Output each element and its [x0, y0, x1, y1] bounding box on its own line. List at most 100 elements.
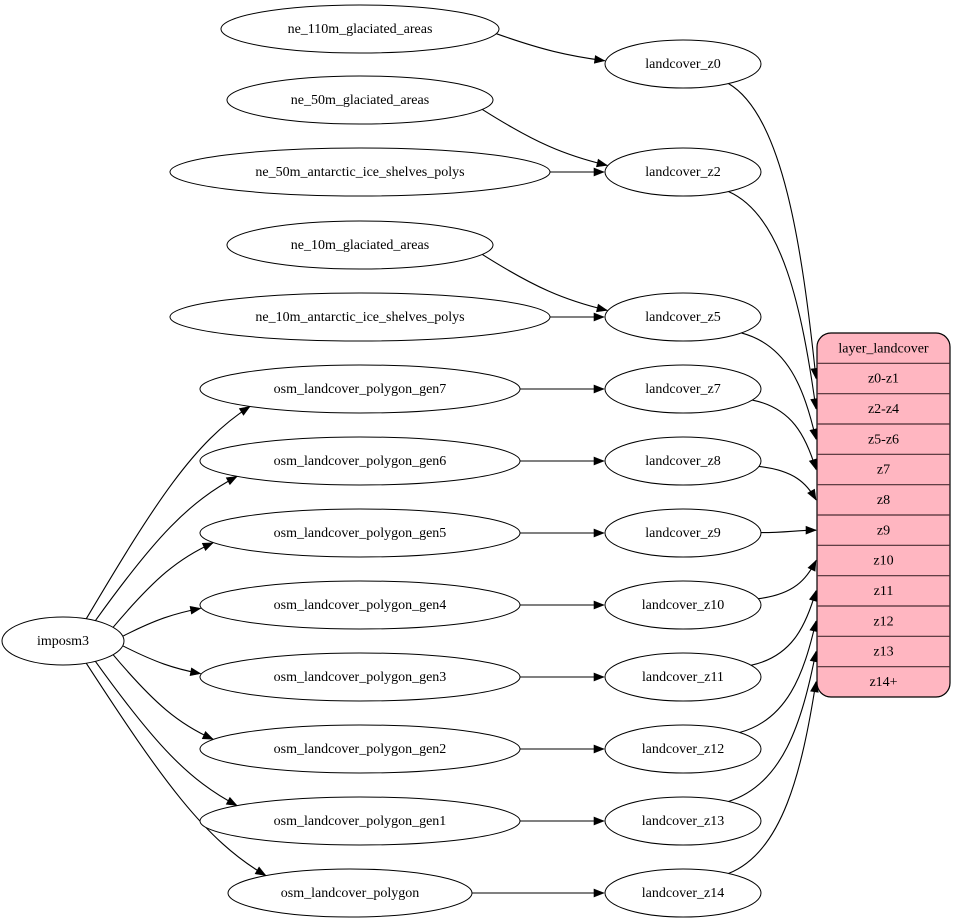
node-label: osm_landcover_polygon_gen5 — [274, 526, 447, 541]
edge-landcover_z11-to-layer_landcover-z11 — [750, 590, 817, 666]
edge-arrowhead — [808, 458, 818, 471]
node-osm_landcover_polygon_gen6[interactable]: osm_landcover_polygon_gen6 — [199, 436, 521, 486]
node-label: landcover_z11 — [642, 670, 724, 685]
edge-imposm3-to-osm_landcover_polygon_gen2 — [112, 654, 214, 740]
node-shape-natural-earth — [226, 75, 494, 125]
layer-table-row-z5-z6[interactable]: z5-z6 — [868, 432, 899, 447]
node-landcover_z0[interactable]: landcover_z0 — [604, 39, 762, 89]
edge-landcover_z13-to-layer_landcover-z13 — [728, 651, 817, 803]
edge-landcover_z5-to-layer_landcover-z5-z6 — [741, 332, 817, 440]
node-osm_landcover_polygon_gen1[interactable]: osm_landcover_polygon_gen1 — [199, 796, 521, 846]
layer-table-row-z8[interactable]: z8 — [877, 493, 890, 508]
node-ne_10m_glaciated_areas[interactable]: ne_10m_glaciated_areas — [226, 220, 494, 270]
layer-table-row-z11[interactable]: z11 — [874, 584, 894, 599]
node-label: ne_50m_glaciated_areas — [291, 93, 429, 108]
edge-landcover_z0-to-layer_landcover-z0-z1 — [728, 83, 817, 379]
edge-arrowhead — [596, 303, 608, 313]
node-label: landcover_z13 — [642, 814, 724, 829]
layer-table-row-z7[interactable]: z7 — [877, 463, 890, 478]
edge-arrowhead — [805, 525, 817, 535]
edge-arrowhead — [189, 667, 202, 676]
node-landcover_z9[interactable]: landcover_z9 — [604, 508, 762, 558]
edge-arrowhead — [593, 528, 605, 538]
edge-ne_10m_glaciated_areas-to-landcover_z5 — [481, 253, 608, 311]
layer-table-row-z12[interactable]: z12 — [873, 614, 893, 629]
layer-table-row-z14+[interactable]: z14+ — [869, 675, 897, 690]
node-osm_landcover_polygon_gen3[interactable]: osm_landcover_polygon_gen3 — [199, 652, 521, 702]
edge-arrowhead — [593, 744, 605, 754]
node-landcover_z8[interactable]: landcover_z8 — [604, 436, 762, 486]
node-landcover_z5[interactable]: landcover_z5 — [604, 292, 762, 342]
edge-arrowhead — [225, 796, 238, 806]
node-label: landcover_z5 — [645, 310, 720, 325]
node-shape-osm — [199, 364, 521, 414]
edge-imposm3-to-osm_landcover_polygon_gen7 — [85, 406, 251, 620]
node-shape-osm — [199, 724, 521, 774]
edge-imposm3-to-osm_landcover_polygon_gen6 — [94, 476, 238, 621]
node-ne_50m_antarctic_ice_shelves_polys[interactable]: ne_50m_antarctic_ice_shelves_polys — [169, 147, 551, 197]
node-label: osm_landcover_polygon_gen1 — [274, 814, 447, 829]
node-layer: imposm3 ne_110m_glaciated_areas ne_50m_gla… — [1, 4, 762, 918]
edge-landcover_z8-to-layer_landcover-z8 — [758, 465, 817, 501]
node-shape-osm — [199, 652, 521, 702]
node-osm_landcover_polygon_gen7[interactable]: osm_landcover_polygon_gen7 — [199, 364, 521, 414]
edge-arrowhead — [201, 542, 214, 551]
node-shape-osm — [199, 508, 521, 558]
node-label: osm_landcover_polygon_gen7 — [274, 382, 447, 397]
layer-table-row-z0-z1[interactable]: z0-z1 — [868, 372, 899, 387]
edge-landcover_z7-to-layer_landcover-z7 — [752, 399, 817, 470]
node-shape-landcover — [604, 580, 762, 630]
node-landcover_z2[interactable]: landcover_z2 — [604, 147, 762, 197]
edge-arrowhead — [593, 167, 605, 177]
edge-arrowhead — [593, 312, 605, 322]
node-label: landcover_z7 — [645, 382, 720, 397]
node-osm_landcover_polygon_gen2[interactable]: osm_landcover_polygon_gen2 — [199, 724, 521, 774]
node-landcover_z12[interactable]: landcover_z12 — [604, 724, 762, 774]
node-label: osm_landcover_polygon_gen6 — [274, 454, 447, 469]
edge-arrowhead — [808, 590, 818, 602]
node-shape-landcover — [604, 292, 762, 342]
node-shape-natural-earth — [226, 220, 494, 270]
node-label: landcover_z0 — [645, 57, 720, 72]
edge-arrowhead — [225, 476, 238, 486]
edge-imposm3-to-osm_landcover_polygon_gen4 — [122, 607, 201, 637]
layer-table-row-z2-z4[interactable]: z2-z4 — [868, 402, 899, 417]
edge-arrowhead — [189, 606, 202, 615]
layer-table-row-z9[interactable]: z9 — [877, 523, 890, 538]
node-osm_landcover_polygon_gen5[interactable]: osm_landcover_polygon_gen5 — [199, 508, 521, 558]
node-shape-natural-earth — [169, 292, 551, 342]
edge-arrowhead — [807, 488, 817, 501]
node-shape-landcover — [604, 868, 762, 918]
node-label: landcover_z2 — [645, 165, 720, 180]
node-osm_landcover_polygon_gen4[interactable]: osm_landcover_polygon_gen4 — [199, 580, 521, 630]
edge-landcover_z12-to-layer_landcover-z12 — [739, 621, 817, 734]
node-landcover_z10[interactable]: landcover_z10 — [604, 580, 762, 630]
node-ne_110m_glaciated_areas[interactable]: ne_110m_glaciated_areas — [220, 4, 500, 54]
edge-arrowhead — [201, 731, 214, 740]
layer-table-row-z10[interactable]: z10 — [873, 554, 893, 569]
node-imposm3[interactable]: imposm3 — [1, 616, 125, 666]
node-label: imposm3 — [37, 634, 89, 649]
edge-landcover_z10-to-layer_landcover-z10 — [758, 560, 817, 600]
node-label: ne_10m_glaciated_areas — [291, 238, 429, 253]
edge-landcover_z14-to-layer_landcover-z14+ — [728, 681, 817, 874]
node-landcover_z13[interactable]: landcover_z13 — [604, 796, 762, 846]
node-landcover_z7[interactable]: landcover_z7 — [604, 364, 762, 414]
node-landcover_z11[interactable]: landcover_z11 — [604, 652, 762, 702]
node-label: ne_10m_antarctic_ice_shelves_polys — [255, 310, 464, 325]
node-shape-landcover — [604, 364, 762, 414]
layer-table-row-z13[interactable]: z13 — [873, 645, 893, 660]
node-ne_10m_antarctic_ice_shelves_polys[interactable]: ne_10m_antarctic_ice_shelves_polys — [169, 292, 551, 342]
node-label: osm_landcover_polygon_gen2 — [274, 742, 447, 757]
edge-arrowhead — [809, 428, 818, 440]
node-osm_landcover_polygon[interactable]: osm_landcover_polygon — [227, 868, 473, 918]
edge-arrowhead — [254, 866, 267, 876]
edge-arrowhead — [593, 55, 606, 64]
node-ne_50m_glaciated_areas[interactable]: ne_50m_glaciated_areas — [226, 75, 494, 125]
node-label: landcover_z12 — [642, 742, 724, 757]
edge-ne_50m_glaciated_areas-to-landcover_z2 — [481, 108, 608, 166]
node-landcover_z14[interactable]: landcover_z14 — [604, 868, 762, 918]
node-shape-landcover — [604, 508, 762, 558]
node-label: osm_landcover_polygon_gen4 — [274, 598, 447, 613]
